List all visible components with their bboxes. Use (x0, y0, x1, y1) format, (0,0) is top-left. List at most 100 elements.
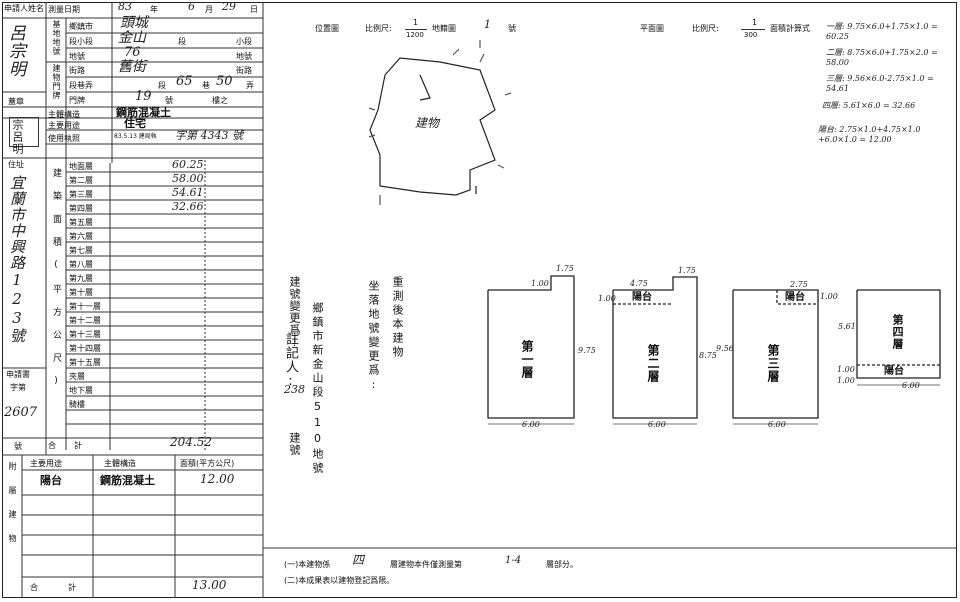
floor1-dim-height: 9.75 (578, 346, 596, 355)
location-scale-den: 1200 (406, 31, 424, 39)
calc-line-1: 一層: 9.75×6.0+1.75×1.0 = 60.25 (826, 22, 938, 41)
floor-row-label: 第三層 (69, 190, 93, 199)
floor-row-label: 第六層 (69, 232, 93, 241)
footnote-1-hand2: 1-4 (505, 555, 522, 566)
main-use-value: 住宅 (124, 117, 146, 130)
floor2-dim-side: 1.00 (598, 294, 616, 303)
location-scale-label: 比例尺: (365, 24, 392, 33)
remark-col-e: 建號 (288, 432, 301, 456)
doc-number-unit: 號 (14, 442, 22, 451)
annex-row-use: 陽台 (40, 474, 62, 487)
address-value: 宜蘭市中興路123號 (8, 175, 26, 344)
lane-unit-2: 巷 (202, 81, 210, 90)
floor1-name: 第一層 (520, 340, 534, 379)
street-value: 舊街 (118, 59, 146, 75)
floor1-dim-top: 1.75 (556, 264, 574, 273)
lot-value: 76 (124, 45, 141, 60)
floor-row-label: 地面層 (69, 162, 93, 171)
floor-row-label: 第十三層 (69, 330, 101, 339)
floor-row-label: 第八層 (69, 260, 93, 269)
door-label: 門牌 (69, 96, 85, 105)
note-title: 註記人: (283, 332, 298, 390)
annex-total-value: 13.00 (192, 578, 227, 592)
lane-unit-1: 段 (158, 81, 166, 90)
seal-stamp: 宗呂明 (9, 117, 39, 155)
street-label: 街路 (69, 66, 85, 75)
doc-word-label: 字第 (10, 383, 26, 392)
plan-scale-den: 300 (744, 31, 758, 39)
lot-label: 地號 (69, 52, 85, 61)
annex-row-structure: 鋼筋混凝土 (100, 474, 155, 487)
floor2-dim-step: 1.75 (678, 266, 696, 275)
floor3-dim-side: 1.00 (820, 292, 838, 301)
permit-label: 使用執照 (48, 134, 80, 143)
survey-day-unit: 日 (250, 5, 258, 14)
floor-row-value: 58.00 (172, 172, 204, 185)
remark-col-c: 坐落地號變更爲: (367, 280, 380, 394)
floor2-name: 第二層 (646, 344, 660, 383)
floor3-dim-width: 6.00 (768, 420, 786, 429)
footnote-1-pre: (一)本建物係 (284, 560, 331, 569)
sheet-value: 1 (484, 18, 491, 31)
location-scale-num: 1 (413, 18, 419, 27)
floor-row-value: 32.66 (172, 200, 204, 213)
calc-line-3: 三層: 9.56×6.0-2.75×1.0 = 54.61 (826, 74, 934, 93)
alley-value: 50 (216, 74, 233, 89)
floor-row-label: 第十二層 (69, 316, 101, 325)
plan-scale-label: 比例尺: (692, 24, 719, 33)
township-value: 頭城 (120, 15, 148, 31)
survey-day: 29 (222, 0, 236, 13)
floor4-dim-side-a: 1.00 (837, 365, 855, 374)
permit-value-right: 字第 4343 號 (175, 129, 243, 142)
subsection-unit: 小段 (236, 37, 252, 46)
sheet-unit: 號 (508, 24, 516, 33)
floor3-balcony: 陽台 (785, 292, 805, 303)
door-unit: 號 (165, 96, 173, 105)
total-value: 204.52 (170, 435, 212, 449)
floor1-dim-width: 6.00 (522, 420, 540, 429)
lot-unit: 地號 (236, 52, 252, 61)
plan-calc-label: 面積計算式 (770, 24, 810, 33)
township-label: 鄉鎮市 (69, 22, 93, 31)
lane-unit-3: 弄 (246, 81, 254, 90)
main-use-label: 主要用途 (48, 121, 80, 130)
annex-group-label: 附屬建物 (8, 462, 17, 558)
floor4-name: 第四層 (891, 314, 904, 350)
survey-month-unit: 月 (205, 5, 213, 14)
door-suffix: 樓之 (212, 96, 228, 105)
annex-row-area: 12.00 (200, 472, 235, 486)
floor4-dim-width: 6.00 (902, 381, 920, 390)
base-group-label: 基地地號 (52, 20, 61, 56)
floor-row-value: 60.25 (172, 158, 204, 171)
main-structure-label: 主體構造 (48, 110, 80, 119)
annex-col-structure: 主體構造 (104, 459, 136, 468)
footnote-1-hand: 四 (352, 553, 365, 567)
survey-month: 6 (188, 0, 195, 13)
main-structure-value: 鋼筋混凝土 (116, 106, 171, 119)
door-value: 19 (135, 89, 152, 104)
total-label: 合計 (48, 441, 100, 450)
section-value: 金山 (118, 30, 146, 46)
footnote-1-post: 層部分。 (546, 560, 578, 569)
survey-year-unit: 年 (150, 5, 158, 14)
survey-date-label: 測量日期 (48, 5, 80, 14)
floor3-dim-top: 2.75 (790, 280, 808, 289)
applicant-doc-label: 申請書 (6, 370, 30, 379)
floor-row-label: 第九層 (69, 274, 93, 283)
street-unit: 街路 (236, 66, 252, 75)
location-scale-bar (405, 29, 427, 30)
annex-col-area: 面積(平方公尺) (180, 459, 235, 468)
floor-row-label: 第七層 (69, 246, 93, 255)
door-group-label: 建物門牌 (52, 64, 61, 100)
floor4-dim-height: 5.61 (838, 322, 856, 331)
sheet-label: 地籍圖 (432, 24, 456, 33)
floor2-dim-top: 4.75 (630, 279, 648, 288)
lane-value: 65 (176, 74, 193, 89)
floor2-dim-width: 6.00 (648, 420, 666, 429)
floor-row-label: 第十五層 (69, 358, 101, 367)
floor4-balcony: 陽台 (884, 366, 904, 377)
